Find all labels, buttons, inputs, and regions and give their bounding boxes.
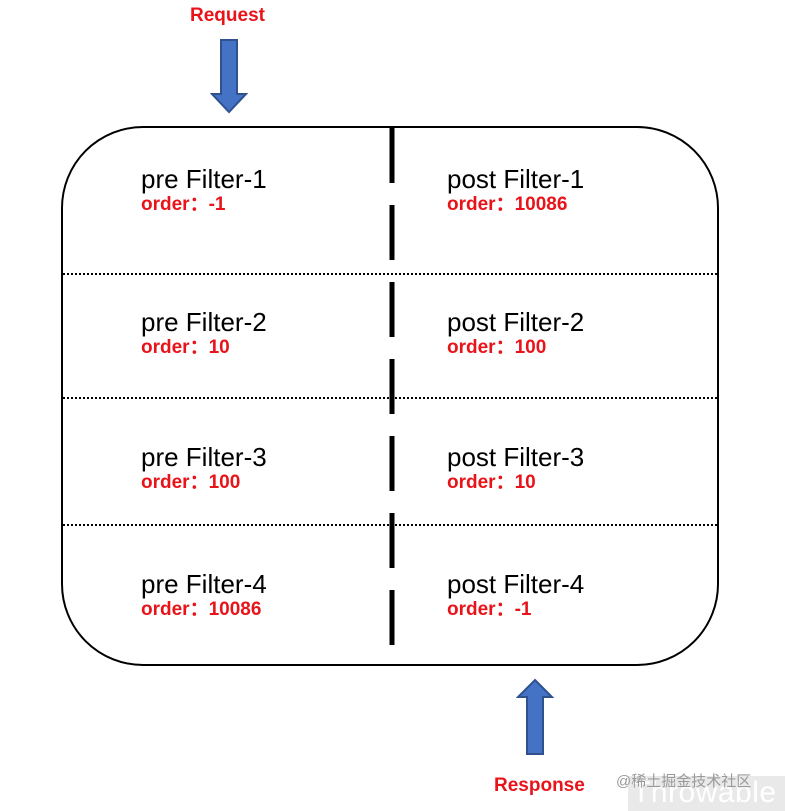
pre-filter-4-order: order：10086 — [141, 599, 262, 620]
post-filter-2-name: post Filter-2 — [447, 307, 585, 337]
pre-filter-4: pre Filter-4 order：10086 — [141, 569, 267, 621]
post-filter-1-name: post Filter-1 — [447, 164, 585, 194]
watermark-author: Throwable — [632, 776, 777, 809]
pre-filter-3-order: order：100 — [141, 472, 241, 493]
pre-post-separator-dashed-line — [389, 128, 395, 664]
post-filter-4: post Filter-4 order：-1 — [447, 569, 584, 621]
response-arrow-up-icon — [516, 678, 554, 755]
post-filter-3: post Filter-3 order：10 — [447, 442, 584, 494]
pre-filter-1-name: pre Filter-1 — [141, 164, 267, 194]
pre-filter-2-order: order：10 — [141, 337, 230, 358]
pre-filter-1-order: order：-1 — [141, 194, 226, 215]
request-arrow-down-icon — [210, 39, 248, 114]
post-filter-3-order: order：10 — [447, 472, 536, 493]
response-label: Response — [494, 775, 585, 796]
post-filter-3-name: post Filter-3 — [447, 442, 585, 472]
post-filter-2: post Filter-2 order：100 — [447, 307, 584, 359]
watermark-background — [628, 776, 785, 811]
post-filter-2-order: order：100 — [447, 337, 547, 358]
post-filter-4-order: order：-1 — [447, 599, 532, 620]
watermark-site: @稀土掘金技术社区 — [616, 773, 752, 790]
row-divider-1 — [63, 273, 717, 275]
pre-filter-2-name: pre Filter-2 — [141, 307, 267, 337]
pre-filter-1: pre Filter-1 order：-1 — [141, 164, 267, 216]
pre-filter-3: pre Filter-3 order：100 — [141, 442, 267, 494]
request-label: Request — [190, 5, 265, 26]
pre-filter-2: pre Filter-2 order：10 — [141, 307, 267, 359]
post-filter-1: post Filter-1 order：10086 — [447, 164, 584, 216]
pre-filter-4-name: pre Filter-4 — [141, 569, 267, 599]
pre-filter-3-name: pre Filter-3 — [141, 442, 267, 472]
post-filter-1-order: order：10086 — [447, 194, 568, 215]
filter-chain-container: pre Filter-1 order：-1 pre Filter-2 order… — [61, 126, 719, 666]
post-filter-4-name: post Filter-4 — [447, 569, 585, 599]
